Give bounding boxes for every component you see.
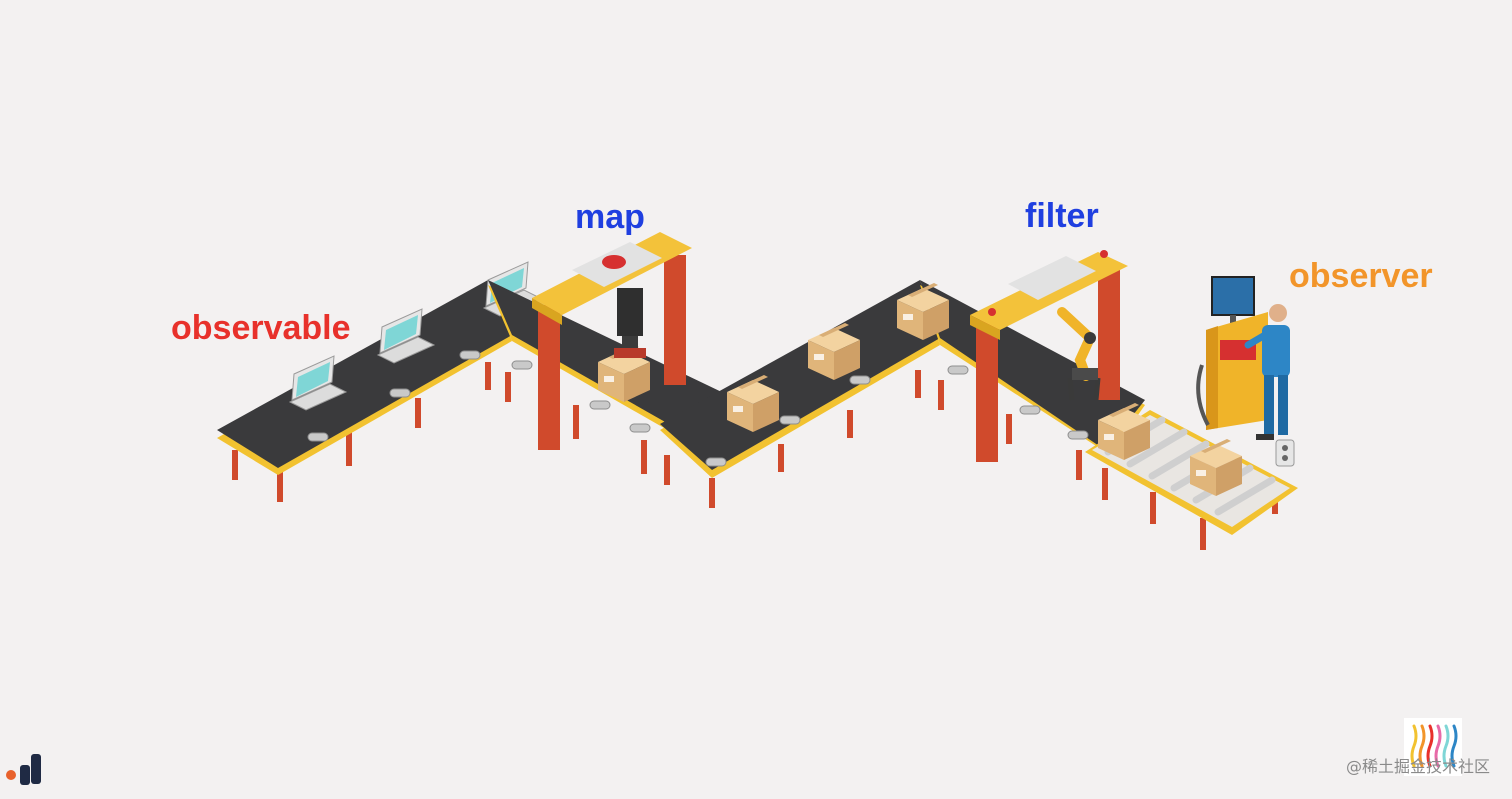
belt-legs (232, 362, 1278, 550)
switch-box-icon (1275, 439, 1295, 467)
map-label: map (575, 198, 645, 236)
press-machine-icon (532, 232, 692, 450)
observer-label: observer (1289, 257, 1433, 295)
worker-icon (1244, 304, 1290, 440)
conveyor-belt-middle (660, 280, 940, 478)
filter-label: filter (1025, 197, 1099, 235)
watermark-text: @稀土掘金技术社区 (1345, 757, 1490, 776)
juejin-logo-icon (1404, 718, 1462, 776)
observable-label: observable (171, 309, 351, 347)
conveyor-belt-observable (217, 261, 541, 475)
slide-logo-icon (6, 754, 41, 785)
robot-arm-icon (970, 250, 1128, 462)
control-panel-icon (1196, 276, 1268, 430)
